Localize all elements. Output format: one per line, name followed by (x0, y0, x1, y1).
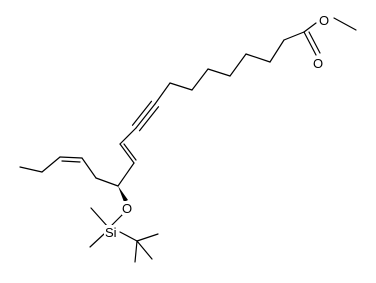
tbs-protecting-group (89, 207, 159, 263)
si-methyl-bond-1 (90, 207, 109, 228)
stereo-wedge-bond (118, 186, 128, 202)
si-methyl-bond-2 (89, 233, 105, 248)
carbonyl-oxygen-label: O (313, 56, 323, 71)
silyl-ether-oxygen-label: O (122, 201, 132, 216)
cis-alkene-side-chain (19, 156, 119, 187)
trans-alkene-group (117, 143, 137, 187)
carbonyl-double-bond (303, 31, 317, 56)
ester-oxygen-label: O (319, 13, 329, 28)
ester-o-carbonyl-bond (303, 22, 317, 33)
silicon-label: Si (105, 225, 117, 240)
carbonyl-double-bond-inner (308, 31, 321, 54)
alkyne-group (119, 100, 160, 145)
si-tbutyl-bond (119, 231, 138, 242)
alkyne-triple-bond (135, 103, 156, 129)
methyl-ester-group (303, 17, 357, 56)
aliphatic-chain (154, 31, 305, 105)
methyl-bond (333, 17, 357, 31)
